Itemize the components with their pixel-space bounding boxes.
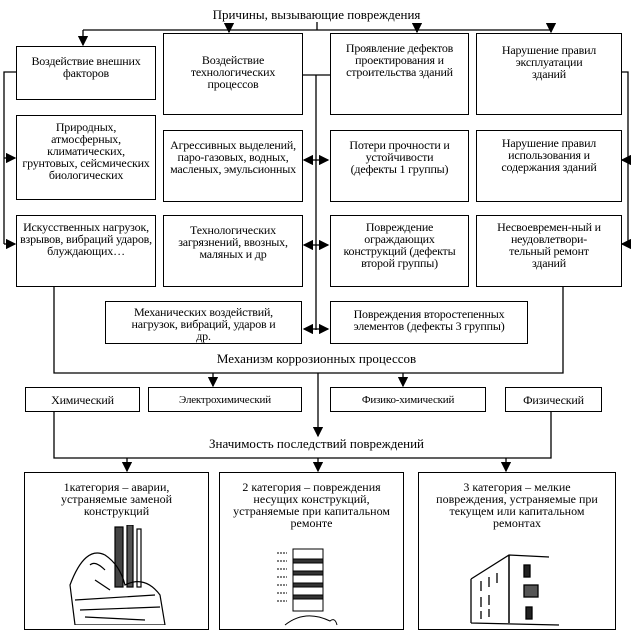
untimely-repair: Несвоевремен-ный и неудовлетвори-тельный…	[476, 215, 622, 287]
tech-aggressive-emissions: Агрессивных выделений, паро-газовых, вод…	[163, 130, 303, 202]
category-2: 2 категория – повреждения несущих констр…	[219, 472, 404, 630]
category-2-text: 2 категория – повреждения несущих констр…	[233, 480, 390, 530]
external-artificial-loads: Искусственных нагрузок, взрывов, вибраци…	[16, 215, 156, 287]
external-natural-factors: Природных, атмосферных, климатических, г…	[16, 115, 156, 200]
significance-title: Значимость последствий повреждений	[208, 436, 424, 451]
cause-external-factors: Воздействие внешних факторов	[16, 46, 156, 100]
mechanism-physicochemical: Физико-химический	[330, 387, 486, 412]
category-1-text: 1категория – аварии, устраняемые заменой…	[60, 480, 173, 518]
mechanism-chemical: Химический	[25, 387, 140, 412]
category-1: 1категория – аварии, устраняемые заменой…	[24, 472, 209, 630]
defects-group-1: Потери прочности и устойчивости (дефекты…	[330, 130, 469, 202]
mechanical-impacts: Механических воздействий, нагрузок, вибр…	[105, 301, 302, 344]
defects-group-3: Повреждения второстепенных элементов (де…	[330, 301, 528, 344]
building-illustration	[470, 554, 560, 626]
cause-design-defects: Проявление дефектов проектирования и стр…	[330, 33, 469, 115]
cause-operation-violations: Нарушение правил эксплуатации зданий	[476, 33, 622, 115]
mechanism-physical: Физический	[505, 387, 602, 412]
collapsed-building-illustration	[69, 525, 166, 625]
category-3: 3 категория – мелкие повреждения, устран…	[418, 472, 616, 630]
damaged-building-illustration	[277, 548, 338, 626]
mechanism-title: Механизм коррозионных процессов	[216, 351, 417, 366]
usage-rules-violation: Нарушение правил использования и содержа…	[476, 130, 622, 202]
tech-pollution: Технологических загрязнений, ввозных, ма…	[163, 215, 303, 287]
category-3-text: 3 категория – мелкие повреждения, устран…	[436, 480, 598, 530]
mechanism-electrochemical: Электрохимический	[148, 387, 302, 412]
defects-group-2: Повреждение ограждающих конструкций (деф…	[330, 215, 469, 287]
diagram-title: Причины, вызывающие повреждения	[212, 7, 421, 22]
cause-technological-processes: Воздействие технологических процессов	[163, 33, 303, 115]
